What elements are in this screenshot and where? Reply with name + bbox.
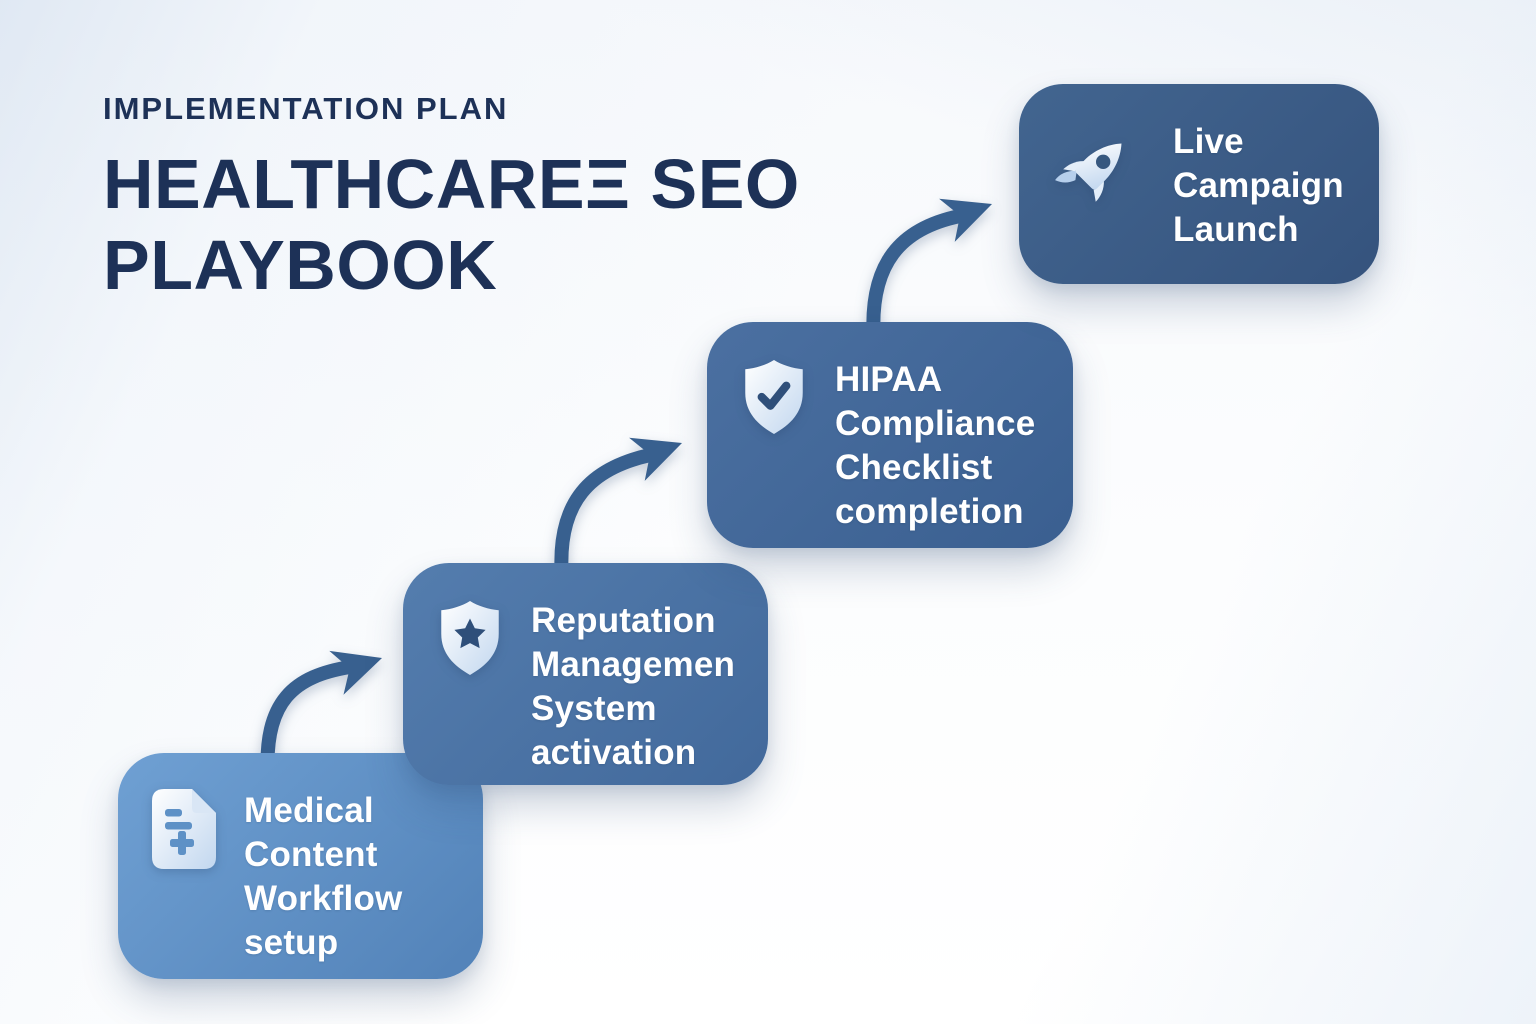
step-label: Reputation Managemen System activation — [531, 601, 736, 773]
kicker-text: IMPLEMENTATION PLAN — [103, 91, 509, 126]
page-title: HEALTHCAREΞ SEO PLAYBOOK — [103, 144, 800, 306]
step-card-hipaa-compliance: HIPAA Compliance Checklist completion — [707, 322, 1073, 548]
rocket-icon — [1055, 143, 1122, 202]
header: IMPLEMENTATION PLAN HEALTHCAREΞ SEO PLAY… — [103, 91, 800, 306]
flow-arrow-3 — [866, 198, 992, 349]
step-card-medical-content-workflow: Medical Content Workflow setup — [118, 753, 483, 979]
page-title-line1: HEALTHCAREΞ SEO — [103, 145, 800, 224]
shield-check-icon — [745, 360, 803, 434]
step-card-reputation-management: Reputation Managemen System activation — [403, 563, 768, 785]
step-label: HIPAA Compliance Checklist completion — [835, 360, 1036, 532]
shield-star-icon — [441, 601, 499, 675]
step-label: Medical Content Workflow setup — [244, 791, 403, 963]
flow-arrow-2 — [554, 437, 682, 585]
medical-document-icon — [152, 789, 216, 869]
page-title-line2: PLAYBOOK — [103, 226, 498, 305]
step-label: Live Campaign Launch — [1173, 122, 1344, 250]
step-card-live-campaign-launch: Live Campaign Launch — [1019, 84, 1379, 284]
flow-arrow-1 — [260, 650, 382, 785]
